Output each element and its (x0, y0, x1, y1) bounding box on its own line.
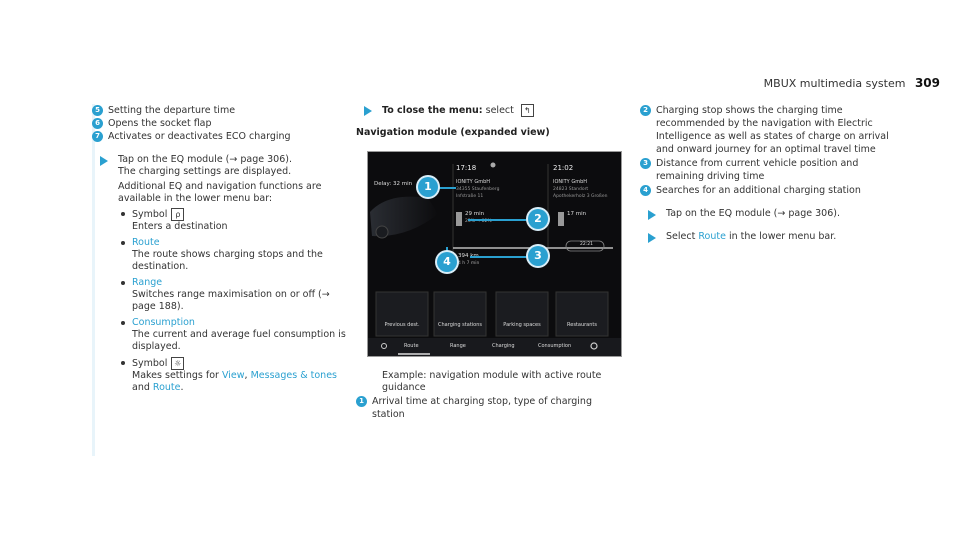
settings-gear-icon: ☼ (171, 357, 185, 370)
callout-2: 2 (528, 209, 548, 229)
callout-line-3 (470, 256, 530, 258)
bullet-dot (121, 241, 125, 245)
search-symbol-icon: ρ (171, 208, 185, 221)
range-link[interactable]: Range (132, 277, 163, 288)
menu-consumption[interactable]: Consumption (538, 343, 572, 349)
station-name-2: IONITY GmbH (553, 179, 588, 185)
messages-tones-link[interactable]: Messages & tones (250, 370, 337, 381)
menu-range[interactable]: Range (450, 343, 466, 349)
tile-parking-spaces[interactable]: Parking spaces (503, 322, 541, 328)
paragraph: Additional EQ and navigation functions a… (118, 181, 322, 204)
route-link[interactable]: Route (698, 231, 726, 242)
bullet-dot (121, 281, 125, 285)
bullet-desc: The route shows charging stops and the d… (132, 249, 323, 272)
number-badge: 6 (92, 118, 103, 129)
bullet-item: Range (92, 277, 354, 289)
view-link[interactable]: View (222, 370, 245, 381)
blue-margin-bar (92, 104, 95, 456)
station-name-1: IONITY GmbH (456, 179, 491, 185)
charge-soc: 23% → 82% (465, 219, 492, 224)
charge-time: 29 min (465, 211, 485, 217)
route-link[interactable]: Route (132, 237, 160, 248)
column-middle: To close the menu: select ↰ Navigation m… (356, 104, 624, 138)
bullet-item: Route (92, 237, 354, 249)
section-heading: Navigation module (expanded view) (356, 127, 550, 138)
consumption-link[interactable]: Consumption (132, 317, 195, 328)
station-address-1a: 34355 Staufenberg (456, 187, 500, 192)
step-arrow-icon (648, 210, 656, 220)
callout-line-2 (468, 219, 530, 221)
back-icon: ↰ (520, 104, 534, 117)
number-badge: 7 (92, 131, 103, 142)
station-address-2b: Apothekerholz 3 Großen (553, 194, 608, 199)
page-header: MBUX multimedia system 309 (764, 76, 940, 90)
number-badge: 4 (640, 185, 651, 196)
step-arrow-icon (364, 106, 372, 116)
callout-1: 1 (418, 177, 438, 197)
tile-restaurants[interactable]: Restaurants (567, 322, 597, 328)
bullet-desc: Switches range maximisation on or off (→… (132, 289, 330, 312)
bullet-dot (121, 212, 125, 216)
step-arrow-icon (100, 156, 108, 166)
eta-label: 22:21 (580, 242, 593, 247)
callout-3: 3 (528, 246, 548, 266)
route-link[interactable]: Route (152, 382, 181, 393)
arrival-time-2: 21:02 (553, 164, 574, 172)
callout-line-1 (428, 187, 456, 189)
number-badge: 3 (640, 158, 651, 169)
header-title: MBUX multimedia system (763, 77, 906, 90)
page-number: 309 (914, 76, 940, 90)
number-badge: 5 (92, 105, 103, 116)
bullet-dot (121, 321, 125, 325)
number-badge: 2 (640, 105, 651, 116)
bullet-desc: Makes settings for View, Messages & tone… (132, 370, 337, 393)
bullet-item: Symbol☼ (92, 357, 354, 370)
navigation-screen-image: Delay: 32 min 17:18 21:02 IONITY GmbH 34… (367, 151, 622, 357)
instruction-step: Tap on the EQ module (→ page 306). The c… (92, 154, 354, 178)
station-address-1b: Infstraße 11 (456, 194, 484, 199)
instruction-step: To close the menu: select ↰ (356, 104, 624, 117)
screen-graphic (368, 152, 621, 356)
bullet-dot (121, 361, 125, 365)
number-badge: 1 (356, 396, 367, 407)
caption-text: Example: navigation module with active r… (382, 370, 602, 393)
distance-label: 394 km (458, 253, 479, 259)
menu-charging[interactable]: Charging (492, 343, 515, 349)
car-image (370, 196, 438, 237)
figure-caption: Example: navigation module with active r… (356, 370, 624, 421)
tile-previous-dest[interactable]: Previous dest. (384, 322, 420, 328)
step-arrow-icon (648, 233, 656, 243)
callout-4: 4 (437, 252, 457, 272)
duration-label: 4 h 7 min (458, 261, 480, 266)
instruction-step: Tap on the EQ module (→ page 306). (640, 208, 900, 220)
instruction-step: Select Route in the lower menu bar. (640, 231, 900, 243)
tile-charging-stations[interactable]: Charging stations (438, 322, 482, 328)
bullet-desc: Enters a destination (132, 221, 228, 232)
menu-route[interactable]: Route (404, 343, 419, 349)
charge-time-2: 17 min (567, 211, 587, 217)
bullet-item: Consumption (92, 317, 354, 329)
arrival-time-1: 17:18 (456, 164, 477, 172)
bullet-desc: The current and average fuel consumption… (132, 329, 346, 352)
delay-label: Delay: 32 min (374, 181, 413, 187)
station-address-2a: 24823 Standort (553, 187, 589, 192)
